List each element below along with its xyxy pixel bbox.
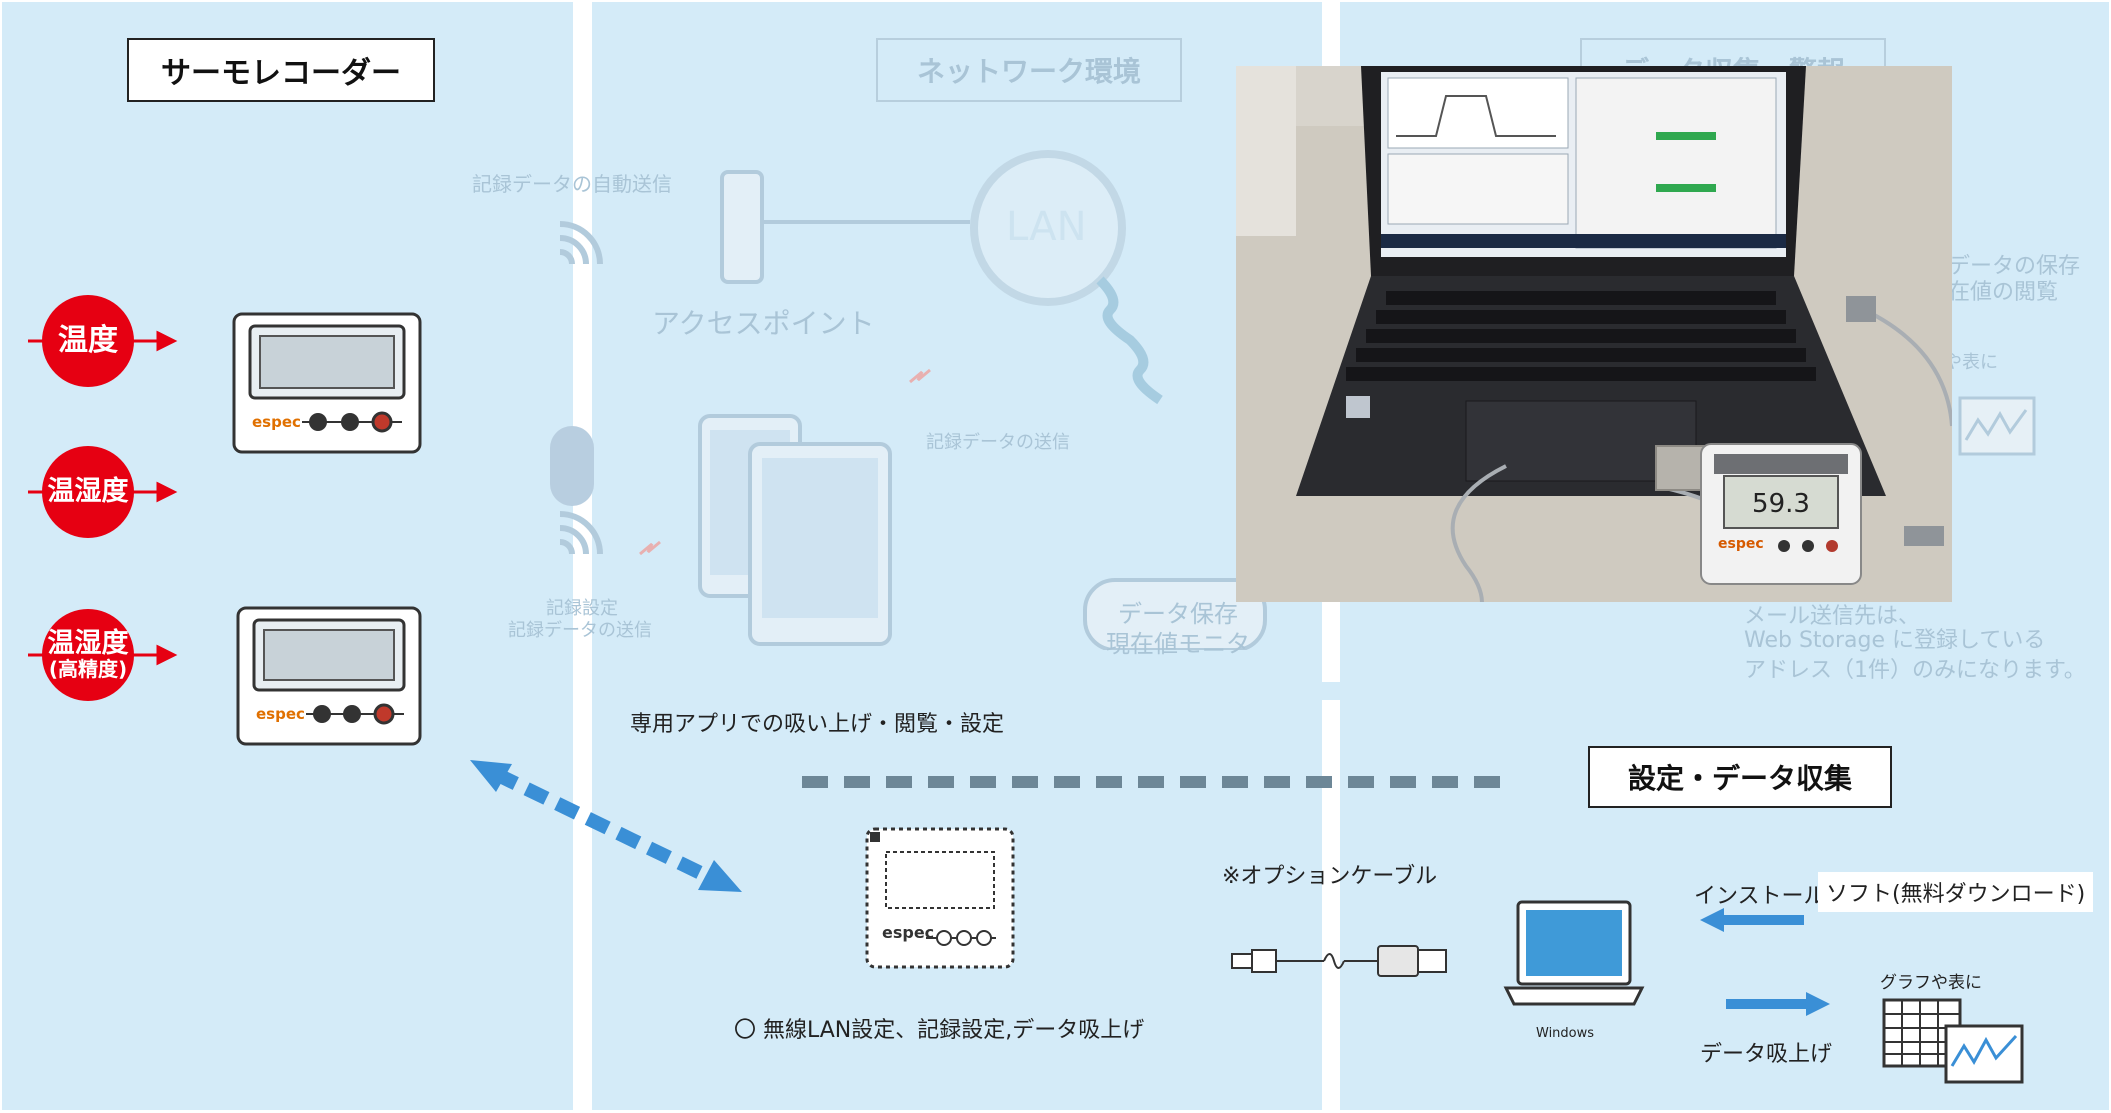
outline-device-brand: espec [882,923,934,942]
network-title-text: ネットワーク環境 [916,55,1141,88]
bidirectional-arrow [470,760,742,892]
auto-send-label: 記録データの自動送信 [472,172,672,196]
laptop-icon [1503,900,1645,1006]
badge-precision-label: 温湿度 [47,628,129,660]
option-cable-label: ※オプションケーブル [1222,864,1438,889]
badge-temp-humidity-precision: 温湿度 (高精度) [42,609,134,701]
dashed-divider [802,776,1505,788]
setup-photo: 59.3 espec [1236,66,1952,602]
device-caption: 〇 無線LAN設定、記録設定,データ吸上げ [734,1018,1145,1043]
settings-line1: 記録設定 [546,598,618,619]
thermo-recorder-title: サーモレコーダー [127,38,435,102]
settings-line2: 記録データの送信 [508,620,652,641]
badge-temp-humidity: 温湿度 [42,446,134,538]
badge-precision-sub: (高精度) [48,656,128,681]
data-pull-arrow [1726,992,1830,1016]
install-label: インストール [1694,884,1826,909]
recorder-device-bottom: espec [236,606,422,746]
app-caption: 専用アプリでの吸い上げ・閲覧・設定 [630,712,1005,737]
data-save-line1: データの保存 [1948,254,2081,279]
network-faded-graphics [550,150,1267,650]
install-arrow [1700,908,1804,932]
recorder-device-top: espec [232,312,422,454]
left-panel [2,2,573,1110]
photo-brand: espec [1718,536,1764,552]
data-save-line2: 在値の閲覧 [1948,280,2059,305]
mail-line1: メール送信先は、 [1744,604,1921,629]
setup-photo-illustration: 59.3 espec [1236,66,1952,602]
mail-line3: アドレス（1件）のみになります。 [1744,658,2086,683]
recorder-bottom-brand: espec [256,705,305,723]
badge-temperature: 温度 [42,295,134,387]
recorder-top-brand: espec [252,413,301,431]
badge-temperature-label: 温度 [58,323,118,359]
bottom-band [592,682,2109,700]
settings-data-collection-text: 設定・データ収集 [1627,762,1852,795]
bubble-line1: データ保存 [1118,600,1238,628]
software-label: ソフト(無料ダウンロード) [1818,872,2094,912]
settings-data-collection-title: 設定・データ収集 [1588,746,1892,808]
data-pull-label: データ吸上げ [1700,1042,1833,1067]
lan-label: LAN [1006,204,1087,250]
windows-label: Windows [1536,1026,1595,1041]
photo-display-value: 59.3 [1752,489,1810,519]
thermo-recorder-title-text: サーモレコーダー [161,56,401,91]
network-title: ネットワーク環境 [876,38,1182,102]
graph-table-icon [1882,998,2024,1084]
badge-temp-humidity-label: 温湿度 [47,475,129,507]
faded-graph-icon [1958,396,2036,456]
access-point-label: アクセスポイント [652,307,875,340]
bubble-line2: 現在値モニタ [1106,630,1250,658]
record-send-label: 記録データの送信 [926,432,1070,453]
graph-label: グラフや表に [1880,973,1982,993]
mail-line2: Web Storage に登録している [1744,628,2046,653]
cable-icon [1231,945,1447,977]
recorder-device-outline: espec [865,827,1015,969]
graph-partial-label: や表に [1944,352,1998,373]
